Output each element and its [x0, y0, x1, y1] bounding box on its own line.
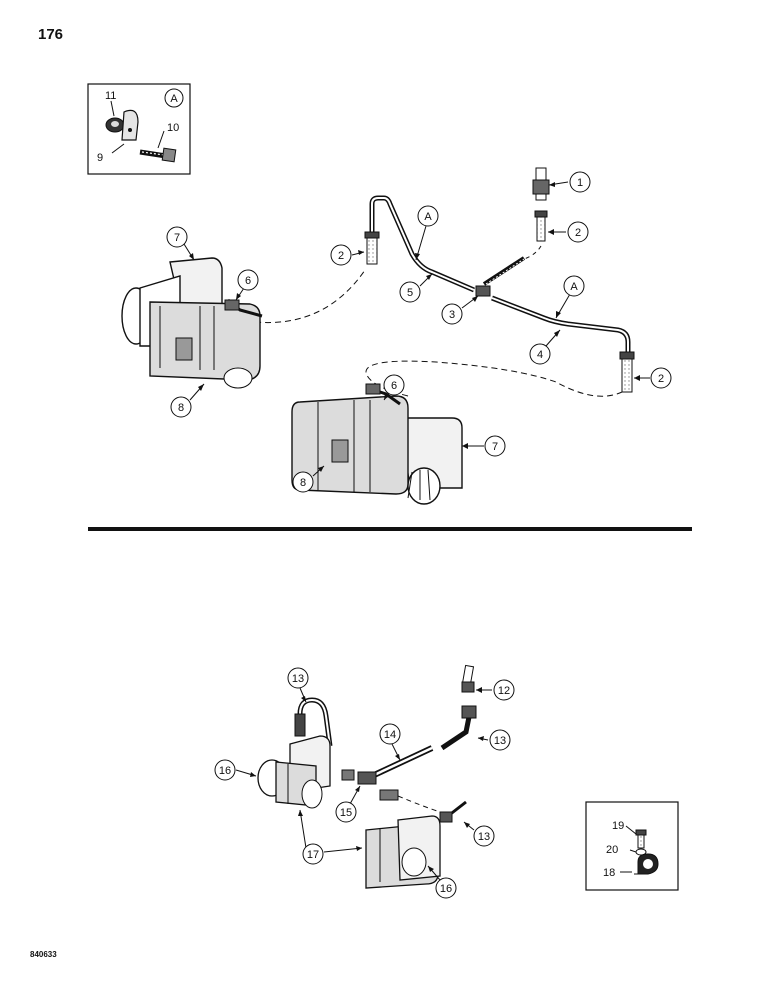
callout-7-left: 7: [174, 232, 180, 244]
adapter-icon: [619, 351, 635, 393]
callout-7-right: 7: [492, 441, 498, 453]
page-number: 176: [38, 26, 64, 43]
upper-inset: 11 10 9 A: [87, 83, 191, 175]
clamp-icon: [634, 853, 659, 875]
upper-tubes: [254, 167, 635, 397]
nut-icon: [105, 117, 125, 133]
callout-5: 5: [407, 287, 413, 299]
callout-16-left: 16: [219, 765, 231, 777]
lower-assembly: [257, 664, 477, 889]
inset-label-11: 11: [105, 90, 116, 102]
callout-13-right: 13: [494, 735, 506, 747]
inset-label-19: 19: [612, 820, 624, 832]
callout-12: 12: [498, 685, 510, 697]
upper-inset-frame: [87, 83, 191, 175]
lower-inset-frame: [585, 801, 679, 891]
adapter-icon: [534, 210, 548, 242]
upper-pump-left: [121, 257, 263, 389]
fitting-icon: [532, 167, 550, 201]
inset-label-20: 20: [606, 844, 618, 856]
callout-2-upper: 2: [575, 227, 581, 239]
clip-icon: [121, 109, 139, 141]
inset-label-9: 9: [97, 152, 103, 164]
callout-a-right: A: [570, 281, 578, 293]
inset-label-18: 18: [603, 867, 615, 879]
callout-15: 15: [340, 807, 352, 819]
callout-13-top: 13: [292, 673, 304, 685]
upper-callouts: 1 2 2 A 5 3 A 4 2 7: [166, 171, 672, 493]
callout-14: 14: [384, 729, 396, 741]
callout-13-bottom: 13: [478, 831, 490, 843]
bolt-icon: [139, 147, 177, 163]
callout-6-left: 6: [245, 275, 251, 287]
callout-1: 1: [577, 177, 583, 189]
tee-fitting-icon: [341, 769, 399, 801]
callout-8-left: 8: [178, 402, 184, 414]
callout-8-right: 8: [300, 477, 306, 489]
adapter-icon: [364, 231, 380, 265]
callout-16-right: 16: [440, 883, 452, 895]
inset-label-10: 10: [167, 122, 179, 134]
callout-2-left: 2: [338, 250, 344, 262]
figure-code: 840633: [30, 950, 57, 959]
section-divider: [88, 527, 692, 531]
callout-3: 3: [449, 309, 455, 321]
upper-pump-right: [291, 383, 463, 505]
inset-callout-a: A: [170, 93, 178, 105]
callout-4: 4: [537, 349, 543, 361]
callout-2-right: 2: [658, 373, 664, 385]
lower-callouts: 13 12 14 13 16 15 13 17 16: [214, 667, 515, 899]
callout-a-top: A: [424, 211, 432, 223]
callout-6-right: 6: [391, 380, 397, 392]
tee-fitting-icon: [475, 256, 526, 297]
lower-inset: 19 20 18: [585, 801, 679, 891]
bolt-icon: [635, 829, 647, 849]
callout-17: 17: [307, 849, 319, 861]
